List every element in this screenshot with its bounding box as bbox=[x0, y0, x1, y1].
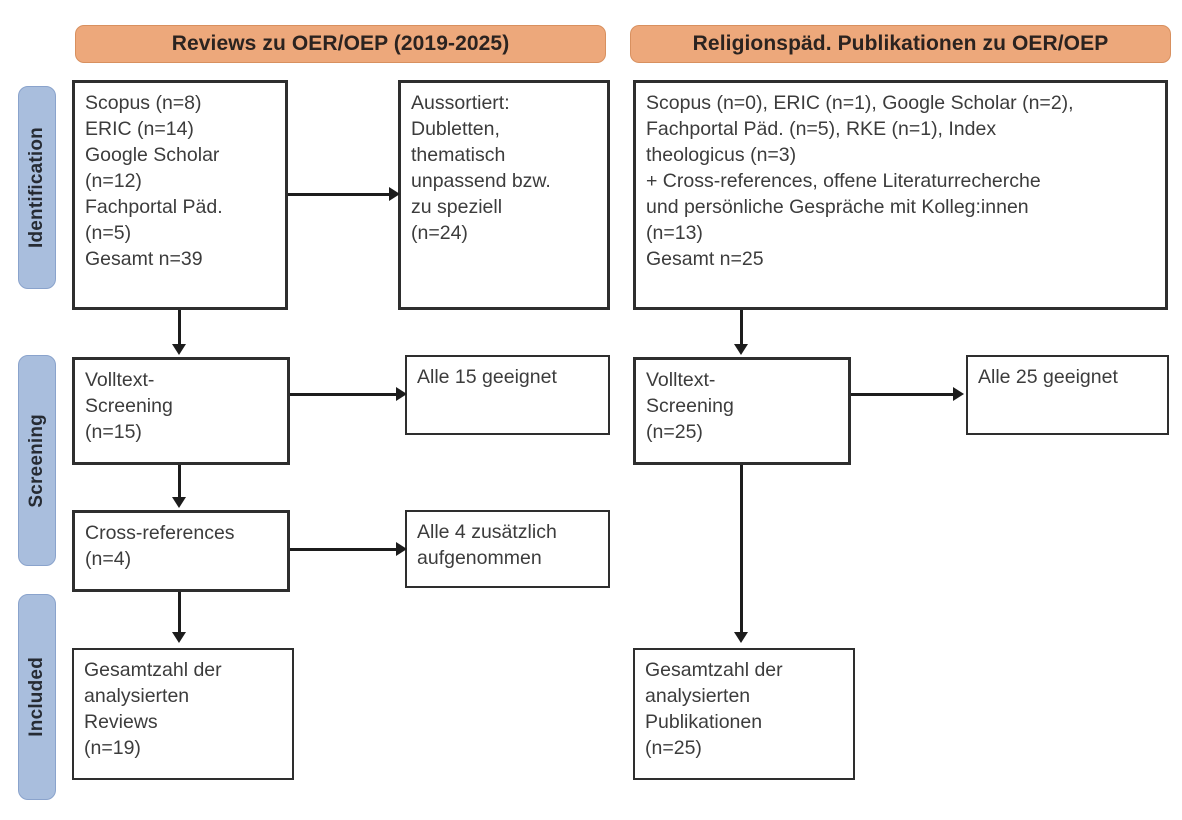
box-left-cross-references: Cross-references (n=4) bbox=[72, 510, 290, 592]
connector-right-screening-to-eligible bbox=[851, 393, 955, 396]
connector-left-crossrefs-to-included bbox=[178, 592, 181, 634]
arrowhead-left-screening-to-eligible bbox=[396, 387, 407, 401]
box-right-fulltext-screening: Volltext- Screening (n=25) bbox=[633, 357, 851, 465]
box-right-included-total: Gesamtzahl der analysierten Publikatione… bbox=[633, 648, 855, 780]
connector-left-screening-to-eligible bbox=[290, 393, 398, 396]
connector-left-ident-to-excluded bbox=[288, 193, 392, 196]
stage-label-screening: Screening bbox=[18, 355, 56, 566]
box-left-cross-references-outcome: Alle 4 zusätzlich aufgenommen bbox=[405, 510, 610, 588]
stage-label-identification: Identification bbox=[18, 86, 56, 289]
arrowhead-left-crossrefs-to-outcome bbox=[396, 542, 407, 556]
stage-label-included: Included bbox=[18, 594, 56, 800]
box-left-included-total: Gesamtzahl der analysierten Reviews (n=1… bbox=[72, 648, 294, 780]
arrowhead-right-screening-to-included bbox=[734, 632, 748, 643]
arrowhead-right-screening-to-eligible bbox=[953, 387, 964, 401]
arrowhead-right-ident-to-screening bbox=[734, 344, 748, 355]
column-header-left: Reviews zu OER/OEP (2019-2025) bbox=[75, 25, 606, 63]
connector-right-ident-to-screening bbox=[740, 310, 743, 346]
box-right-identification-sources: Scopus (n=0), ERIC (n=1), Google Scholar… bbox=[633, 80, 1168, 310]
box-left-excluded: Aussortiert: Dubletten, thematisch unpas… bbox=[398, 80, 610, 310]
box-right-eligible: Alle 25 geeignet bbox=[966, 355, 1169, 435]
arrowhead-left-ident-to-screening bbox=[172, 344, 186, 355]
connector-right-screening-to-included bbox=[740, 465, 743, 634]
arrowhead-left-ident-to-excluded bbox=[389, 187, 400, 201]
arrowhead-left-crossrefs-to-included bbox=[172, 632, 186, 643]
stage-label-included-text: Included bbox=[26, 657, 47, 737]
box-left-identification-sources: Scopus (n=8) ERIC (n=14) Google Scholar … bbox=[72, 80, 288, 310]
box-left-fulltext-screening: Volltext- Screening (n=15) bbox=[72, 357, 290, 465]
connector-left-ident-to-screening bbox=[178, 310, 181, 346]
stage-label-screening-text: Screening bbox=[26, 413, 47, 508]
column-header-right: Religionspäd. Publikationen zu OER/OEP bbox=[630, 25, 1171, 63]
arrowhead-left-screening-to-crossrefs bbox=[172, 497, 186, 508]
box-left-eligible: Alle 15 geeignet bbox=[405, 355, 610, 435]
connector-left-crossrefs-to-outcome bbox=[290, 548, 398, 551]
stage-label-identification-text: Identification bbox=[26, 126, 47, 249]
connector-left-screening-to-crossrefs bbox=[178, 465, 181, 499]
